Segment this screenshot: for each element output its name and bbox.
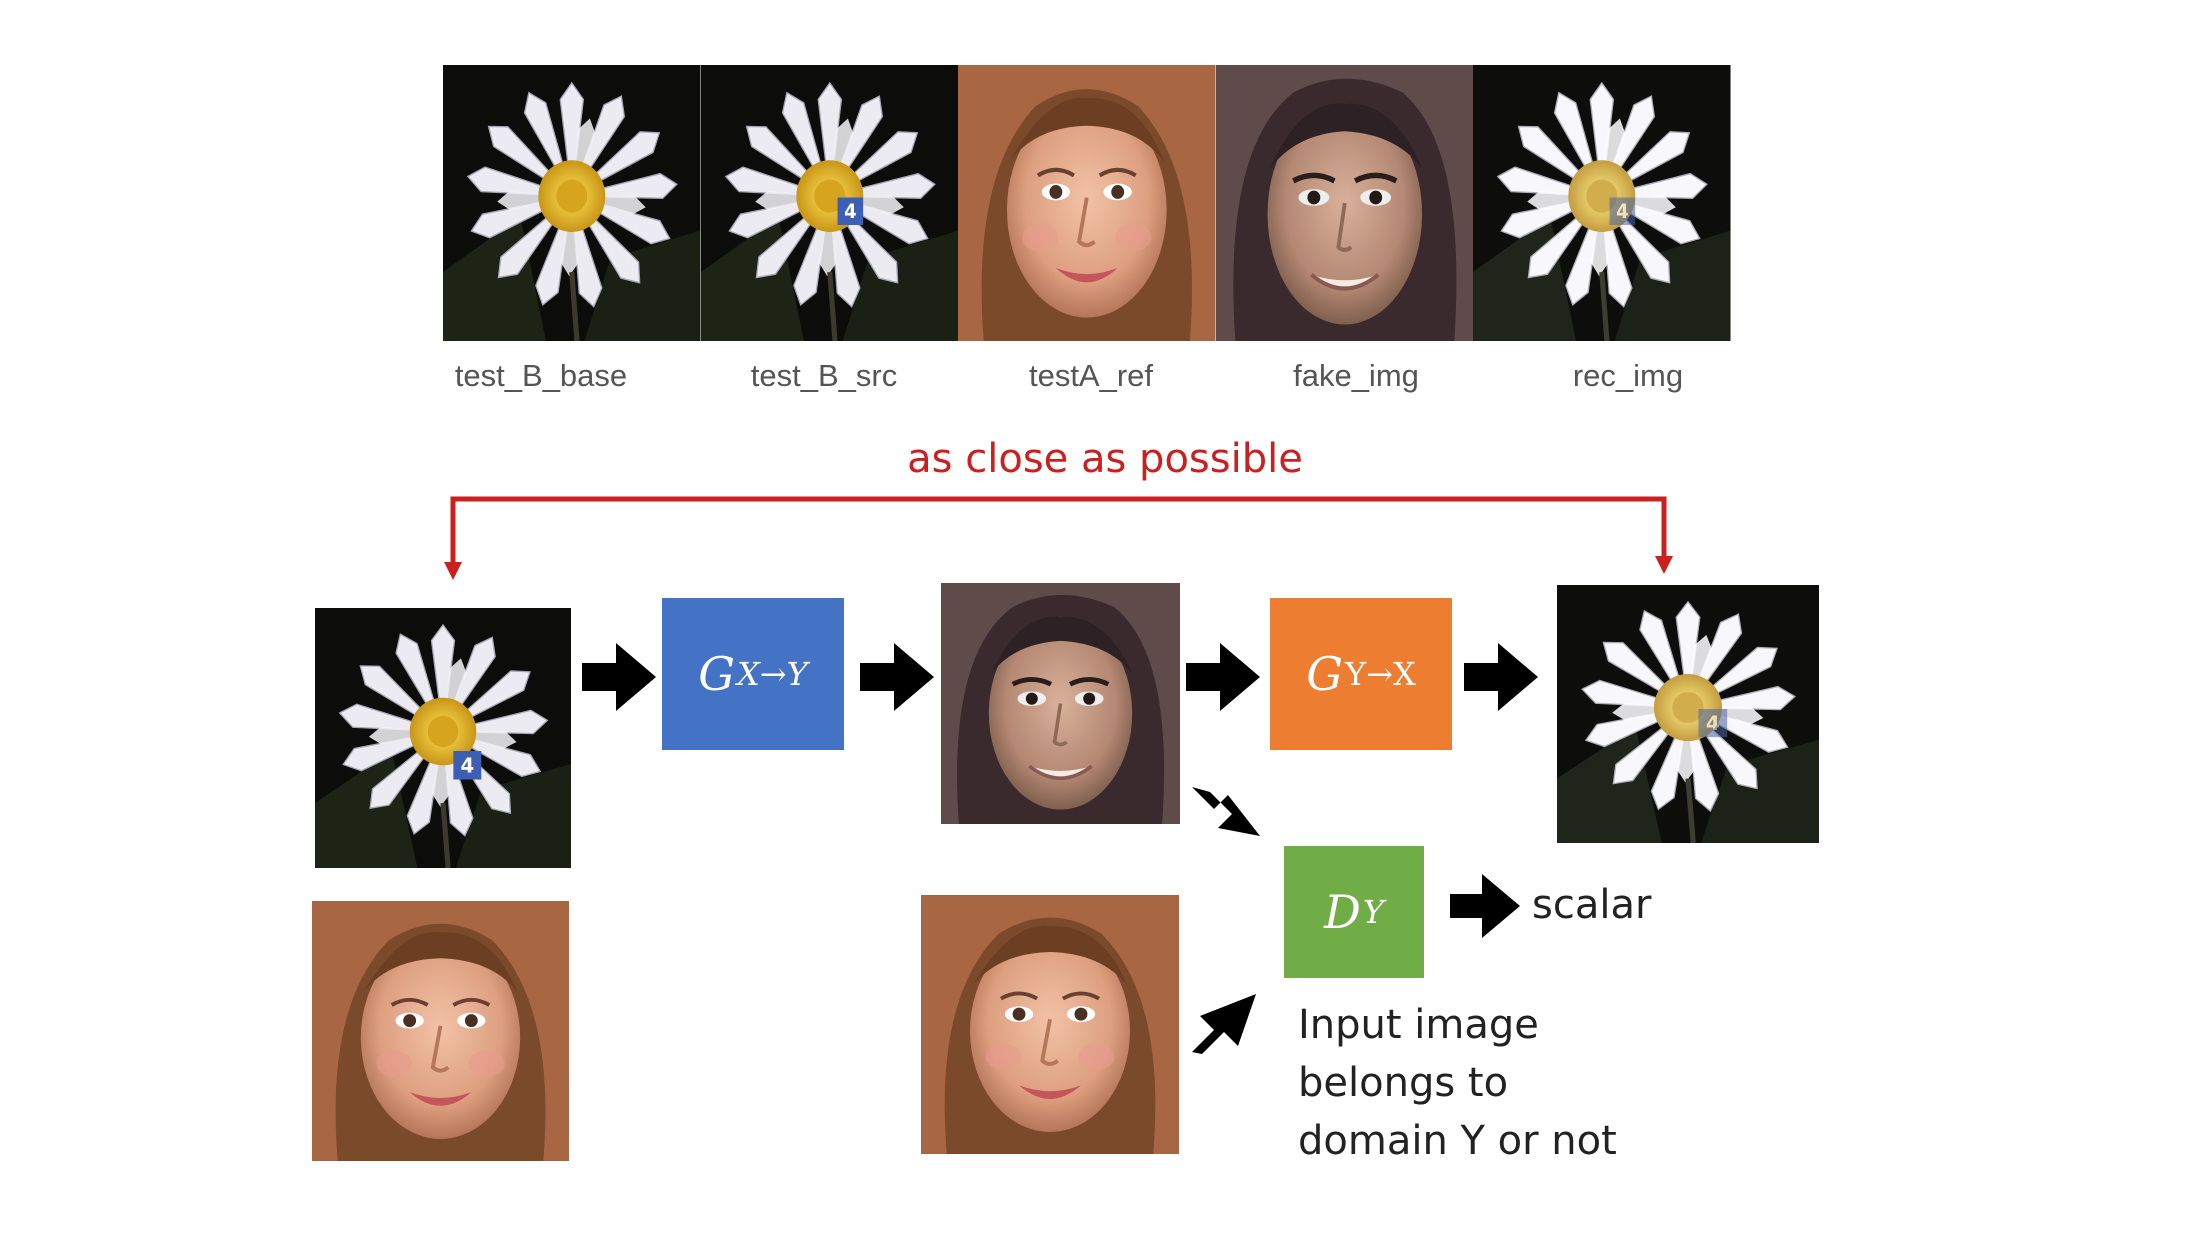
arrow-input-to-gxy: [582, 643, 656, 711]
discriminator-subscript: Y: [1362, 893, 1384, 931]
generated-face-image: [941, 583, 1180, 824]
bracket-arrowhead-right: [1655, 556, 1673, 574]
arrow-dy-to-scalar: [1450, 874, 1520, 938]
description-line-2: belongs to: [1298, 1060, 1509, 1106]
generator-yx-subscript: Y→X: [1345, 655, 1416, 693]
reconstructed-flower-image: [1557, 585, 1819, 843]
discriminator-description: Input image belongs to domain Y or not: [1298, 996, 1698, 1170]
caption-rec-img: rec_img: [1572, 358, 1684, 393]
generator-yx-symbol: G: [1306, 647, 1344, 701]
reference-face-image: [312, 901, 569, 1161]
caption-test-b-base: test_B_base: [454, 358, 628, 393]
bracket-arrowhead-left: [444, 562, 462, 580]
caption-fake-img: fake_img: [1293, 358, 1419, 393]
generator-xy-symbol: G: [698, 647, 736, 701]
generator-xy-subscript: X→Y: [737, 655, 808, 693]
source-flower-image: [315, 608, 571, 868]
description-line-1: Input image: [1298, 1002, 1539, 1048]
caption-test-b-src: test_B_src: [750, 358, 898, 393]
arrow-real-to-dy: [1192, 994, 1256, 1054]
arrow-fake-to-gyx: [1186, 643, 1260, 711]
description-line-3: domain Y or not: [1298, 1118, 1617, 1164]
arrow-gxy-to-fake: [860, 643, 934, 711]
discriminator-symbol: D: [1323, 885, 1361, 939]
similarity-bracket: [450, 496, 1667, 570]
arrow-fake-to-dy: [1192, 787, 1260, 836]
real-domain-y-face-image: [921, 895, 1179, 1154]
arrow-gyx-to-rec: [1464, 643, 1538, 711]
scalar-label: scalar: [1532, 882, 1652, 928]
caption-testa-ref: testA_ref: [1028, 358, 1154, 393]
bracket-label: as close as possible: [907, 436, 1303, 482]
